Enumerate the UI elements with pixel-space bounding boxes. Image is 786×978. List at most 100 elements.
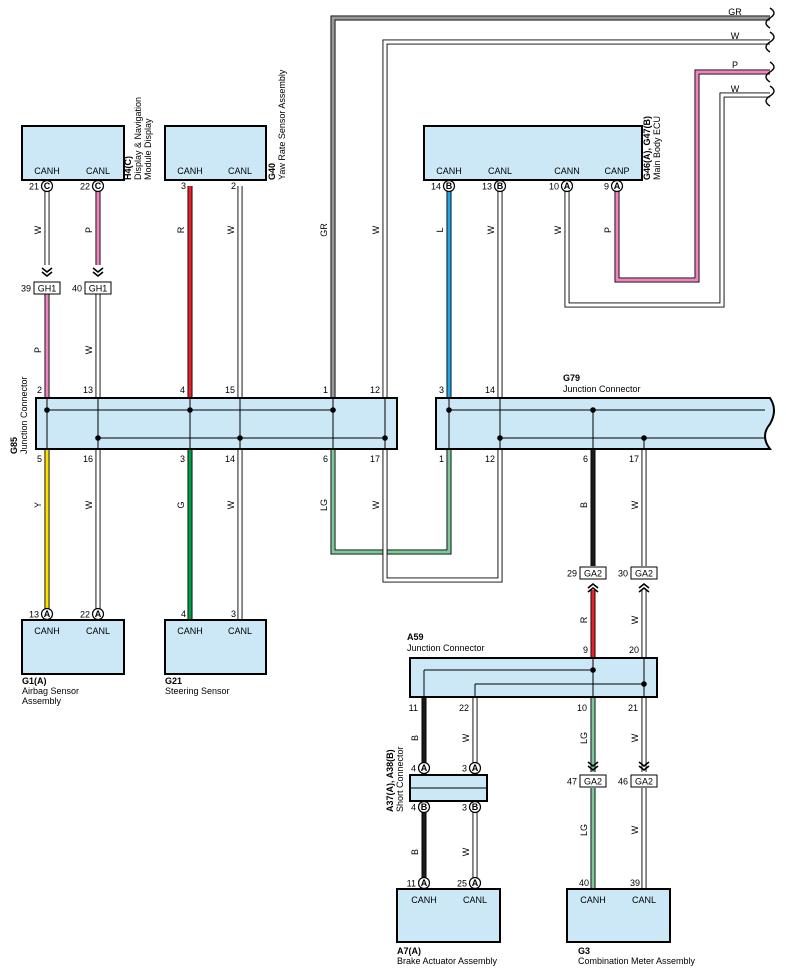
connector-chevron	[41, 267, 53, 274]
junction-code: A59	[407, 632, 424, 642]
wire-gr-outline	[330, 15, 770, 398]
pin-letter: A	[421, 763, 428, 773]
junction-pin: 17	[629, 454, 639, 464]
junction-name: Short Connector	[395, 746, 405, 812]
pin-circle	[560, 179, 574, 193]
junction-pin: 5	[37, 454, 42, 464]
junction-pin: 12	[485, 454, 495, 464]
wire-cann	[565, 93, 770, 307]
wire-lg-loop-outline	[330, 449, 452, 555]
junction-pin: 13	[83, 385, 93, 395]
pin-circle	[417, 876, 431, 890]
pin-letter: B	[497, 181, 504, 191]
pin-letter: B	[472, 802, 479, 812]
wire-color-label: W	[630, 500, 640, 509]
inline-connector-pin: 29	[567, 569, 577, 579]
pin-label: CANH	[411, 895, 437, 905]
inline-connector-pin: 46	[618, 777, 628, 787]
pin-number: 22	[80, 610, 90, 620]
component-code: G21	[165, 676, 182, 686]
connector-chevron	[92, 271, 104, 278]
junction-name: Junction Connector	[563, 384, 641, 394]
pin-number: 22	[80, 182, 90, 192]
wire-color-label: W	[226, 225, 236, 234]
inline-connector	[630, 774, 658, 788]
connector-chevron	[587, 586, 599, 593]
pin-letter: B	[446, 181, 453, 191]
inline-connector-code: GA2	[584, 569, 602, 579]
wire-color-label: R	[579, 616, 589, 623]
pin-label: CANL	[86, 166, 110, 176]
junction-pin: 4	[411, 803, 416, 813]
wire-color-label: P	[33, 347, 43, 353]
main-body-ecu-box	[423, 125, 643, 181]
inline-connector	[579, 566, 607, 580]
connector-chevron	[638, 582, 650, 589]
pin-label: CANP	[604, 166, 629, 176]
pin-label: CANH	[177, 626, 203, 636]
junction-g85-box	[35, 397, 398, 450]
wire-canp	[615, 70, 770, 282]
pin-circle	[610, 179, 624, 193]
component-name: Brake Actuator Assembly	[397, 956, 498, 966]
pin-number: 3	[181, 181, 186, 191]
wire-color-label: W	[84, 345, 94, 354]
pin-number: 13	[29, 610, 39, 620]
wire-color-label: W	[371, 225, 381, 234]
junction-pin: 12	[370, 385, 380, 395]
pin-number: 39	[630, 878, 640, 888]
pin-letter: A	[472, 763, 479, 773]
wire-color-label: W	[226, 500, 236, 509]
pin-letter: B	[421, 802, 428, 812]
wire-color-label: W	[371, 500, 381, 509]
wire-color-label: Y	[33, 502, 43, 508]
component-code: G3	[578, 946, 590, 956]
steering-sensor-box	[164, 619, 267, 675]
inline-connector-code: GA2	[635, 777, 653, 787]
junction-pin-lines	[448, 398, 645, 449]
pin-circle	[417, 761, 431, 775]
component-name: Assembly	[22, 696, 62, 706]
junction-pin: 6	[323, 454, 328, 464]
pin-circle	[442, 179, 456, 193]
pin-number: 2	[231, 181, 236, 191]
inline-connector-code: GH1	[38, 284, 57, 294]
junction-bus	[449, 409, 766, 439]
junction-code: G85	[9, 437, 19, 454]
component-name: Display & Navigation	[133, 97, 143, 180]
junction-pin: 16	[83, 454, 93, 464]
wire-lg-loop	[331, 449, 451, 554]
pin-number: 9	[604, 182, 609, 192]
junction-pin: 3	[462, 803, 467, 813]
junction-code: A37(A), A38(B)	[385, 749, 395, 812]
inline-connector	[33, 281, 61, 295]
pin-label: CANH	[580, 895, 606, 905]
component-code: G1(A)	[22, 676, 47, 686]
wire-gr	[331, 16, 770, 398]
inline-connector-pin: 30	[618, 569, 628, 579]
wire-w-loop	[383, 449, 502, 582]
pin-number: 13	[482, 182, 492, 192]
pin-letter: A	[564, 181, 571, 191]
pin-circle	[40, 607, 54, 621]
wire-color-label: LG	[319, 499, 329, 511]
wire-color-label: P	[603, 227, 613, 233]
wire-w-top	[383, 40, 770, 398]
connector-chevron	[638, 765, 650, 772]
pin-circle	[468, 800, 482, 814]
connector-chevron	[587, 761, 599, 768]
junction-pin: 10	[577, 703, 587, 713]
pin-letter: A	[95, 609, 102, 619]
junction-pin-lines	[423, 658, 645, 697]
component-code: A7(A)	[397, 946, 421, 956]
connector-chevron	[41, 271, 53, 278]
junction-a59-box	[409, 657, 658, 698]
component-code: G46(A), G47(B)	[642, 116, 652, 180]
junction-code: G79	[563, 373, 580, 383]
junction-pin: 17	[370, 454, 380, 464]
junction-pin: 4	[180, 385, 185, 395]
pin-number: 40	[579, 878, 589, 888]
inline-connector-code: GA2	[584, 777, 602, 787]
